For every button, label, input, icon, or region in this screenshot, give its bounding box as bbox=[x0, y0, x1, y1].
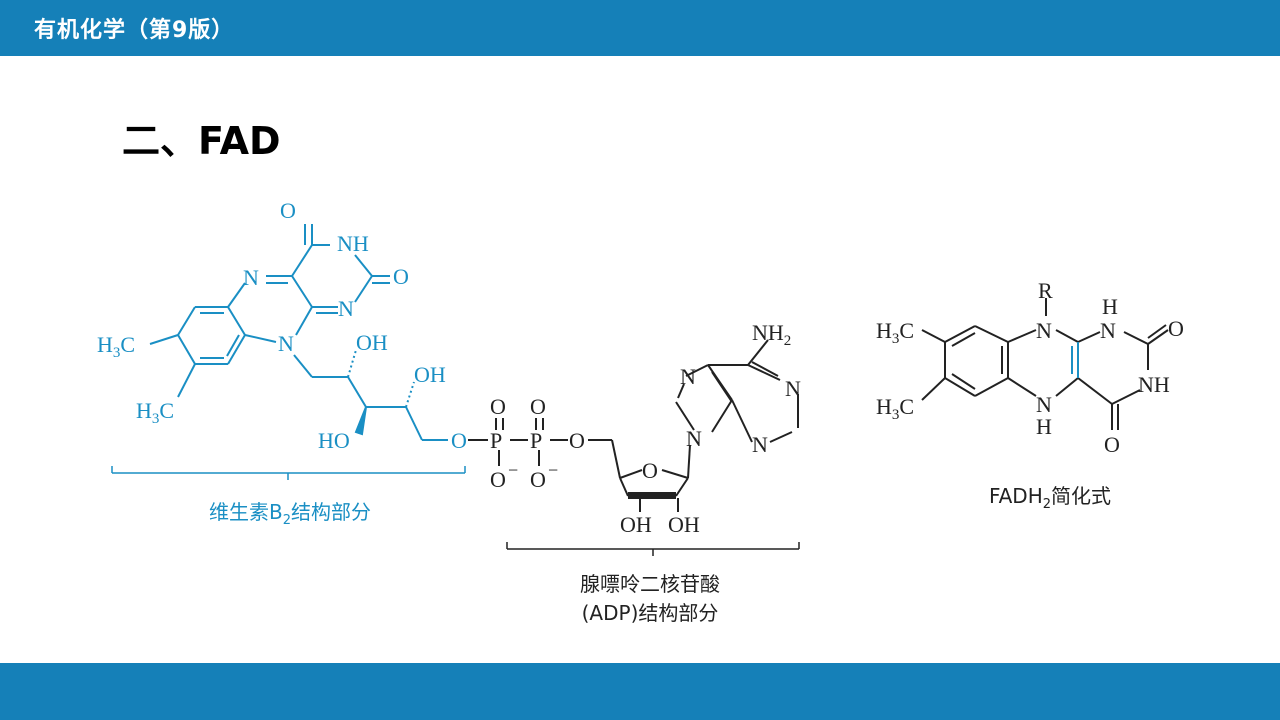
atom-oh-2: OH bbox=[414, 362, 446, 387]
brace-riboflavin bbox=[111, 466, 466, 480]
caption-fadh2: FADH2简化式 bbox=[988, 484, 1112, 512]
atom-o-top: O bbox=[280, 198, 296, 223]
riboflavin-structure bbox=[149, 224, 448, 441]
footer-bar bbox=[0, 663, 1280, 720]
header-bar: 有机化学（第9版） bbox=[0, 0, 1280, 56]
group-nh2: NH2 bbox=[752, 320, 791, 349]
atom-n-adenine-1: N bbox=[785, 376, 801, 401]
atom-o-p1-bottom: O bbox=[490, 467, 506, 492]
atom-o-link: O bbox=[451, 428, 467, 453]
atom-n-right: N bbox=[338, 296, 354, 321]
section-title: 二、FAD bbox=[122, 119, 281, 163]
caption-adp-line2: (ADP)结构部分 bbox=[581, 601, 719, 625]
atom-n-adenine-3: N bbox=[752, 432, 768, 457]
atom-nh-fadh: NH bbox=[1138, 372, 1170, 397]
pyrophosphate-labels: P P O O O − O − O bbox=[490, 394, 585, 492]
methyl-h3c-2: H3C bbox=[136, 398, 174, 427]
methyl-h3c-4: H3C bbox=[876, 394, 914, 423]
atom-n-adenine-9: N bbox=[686, 426, 702, 451]
course-title: 有机化学（第9版） bbox=[34, 18, 235, 43]
fadh2-highlight-bonds bbox=[1071, 342, 1079, 378]
atom-ho-3: HO bbox=[318, 428, 350, 453]
atom-h-fadh-5: H bbox=[1036, 414, 1052, 439]
atom-o-ester: O bbox=[569, 428, 585, 453]
charge-minus-1: − bbox=[508, 460, 518, 480]
ribose-adenine-bonds bbox=[619, 339, 799, 512]
riboflavin-labels: O NH O N N N H3C H3C OH OH HO O bbox=[97, 198, 467, 453]
caption-riboflavin: 维生素B2结构部分 bbox=[208, 500, 371, 528]
atom-n-fadh-5: N bbox=[1036, 392, 1052, 417]
atom-oh-ribose-1: OH bbox=[620, 512, 652, 537]
atom-o-fadh-top: O bbox=[1168, 316, 1184, 341]
atom-o-right: O bbox=[393, 264, 409, 289]
atom-oh-ribose-2: OH bbox=[668, 512, 700, 537]
atom-n-fadh-10: N bbox=[1036, 318, 1052, 343]
atom-p2: P bbox=[530, 428, 542, 453]
atom-n-left: N bbox=[243, 265, 259, 290]
brace-adp bbox=[506, 542, 800, 556]
atom-o-p2-bottom: O bbox=[530, 467, 546, 492]
atom-h-fadh-3: H bbox=[1102, 294, 1118, 319]
atom-o-p2-top: O bbox=[530, 394, 546, 419]
atom-n-fadh-3: N bbox=[1100, 318, 1116, 343]
atom-p1: P bbox=[490, 428, 502, 453]
atom-nh-top: NH bbox=[337, 231, 369, 256]
caption-adp-line1: 腺嘌呤二核苷酸 bbox=[580, 572, 720, 596]
caption-adp: 腺嘌呤二核苷酸 (ADP)结构部分 bbox=[520, 570, 780, 628]
pyrophosphate-bonds bbox=[468, 418, 621, 479]
methyl-h3c-1: H3C bbox=[97, 332, 135, 361]
atom-o-ribose: O bbox=[642, 458, 658, 483]
fadh2-bonds bbox=[921, 298, 1169, 430]
atom-n-ring: N bbox=[278, 331, 294, 356]
atom-o-p1-top: O bbox=[490, 394, 506, 419]
atom-o-fadh-bottom: O bbox=[1104, 432, 1120, 457]
methyl-h3c-3: H3C bbox=[876, 318, 914, 347]
atom-oh-1: OH bbox=[356, 330, 388, 355]
atom-n-adenine-7: N bbox=[680, 364, 696, 389]
charge-minus-2: − bbox=[548, 460, 558, 480]
atom-r: R bbox=[1038, 278, 1053, 303]
ribose-adenine-labels: O OH OH NH2 N N N N bbox=[620, 320, 801, 537]
fadh2-labels: R N H N O NH O N H H3C H3C bbox=[876, 278, 1184, 457]
